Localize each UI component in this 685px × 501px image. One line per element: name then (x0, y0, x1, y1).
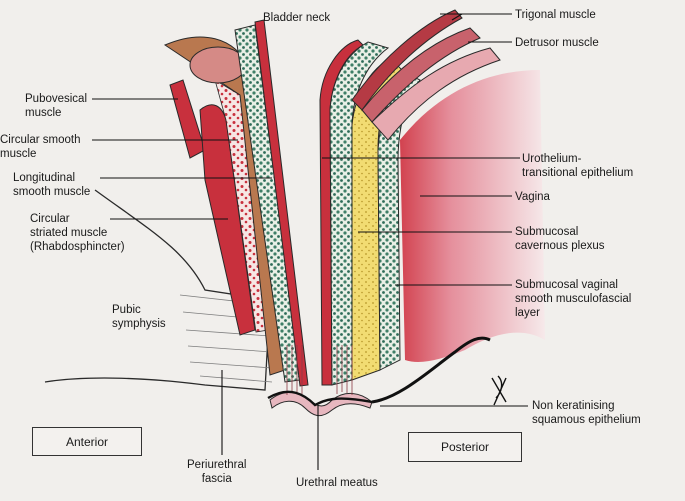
leader-lines (92, 13, 528, 470)
signature-mark (491, 375, 507, 406)
pubovesical-muscle-shape (169, 79, 206, 159)
label-vagina: Vagina (515, 191, 550, 203)
label-periurethral-fascia: Periurethral fascia (187, 459, 247, 485)
left-urothelium-shape (254, 19, 309, 387)
label-detrusor-muscle: Detrusor muscle (515, 37, 599, 49)
label-circular-striated-muscle: Circular striated muscle (Rhabdosphincte… (30, 213, 125, 253)
posterior-box: Posterior (408, 432, 522, 462)
label-non-keratinising-epithelium: Non keratinising squamous epithelium (532, 400, 641, 426)
label-pubovesical-muscle: Pubovesical muscle (25, 93, 88, 119)
label-urethral-meatus: Urethral meatus (296, 477, 378, 489)
label-urothelium: Urothelium- transitional epithelium (522, 153, 634, 179)
label-circular-smooth-muscle: Circular smooth muscle (0, 134, 81, 160)
label-pubic-symphysis: Pubic symphysis (112, 304, 166, 330)
vagina-shape (400, 70, 545, 362)
label-submucosal-cavernous-plexus: Submucosal cavernous plexus (515, 226, 605, 252)
rhabdosphincter-shape (199, 104, 256, 336)
label-trigonal-muscle: Trigonal muscle (515, 9, 596, 21)
label-longitudinal-smooth-muscle: Longitudinal smooth muscle (13, 172, 91, 198)
trigonal-muscle-shape (361, 27, 481, 123)
perineum-outline (371, 336, 491, 404)
label-submucosal-vaginal-layer: Submucosal vaginal smooth musculofascial… (515, 279, 632, 319)
meatus-epithelium-stripes (286, 345, 353, 395)
label-bladder-neck: Bladder neck (263, 12, 331, 24)
bladder-muscle-oval (189, 46, 247, 84)
upper-wall-shape (371, 47, 501, 141)
meatus-epithelium-shape (269, 392, 373, 417)
detrusor-muscle-shape (351, 9, 463, 111)
meatus-outline (267, 390, 373, 407)
anterior-box: Anterior (32, 427, 142, 456)
